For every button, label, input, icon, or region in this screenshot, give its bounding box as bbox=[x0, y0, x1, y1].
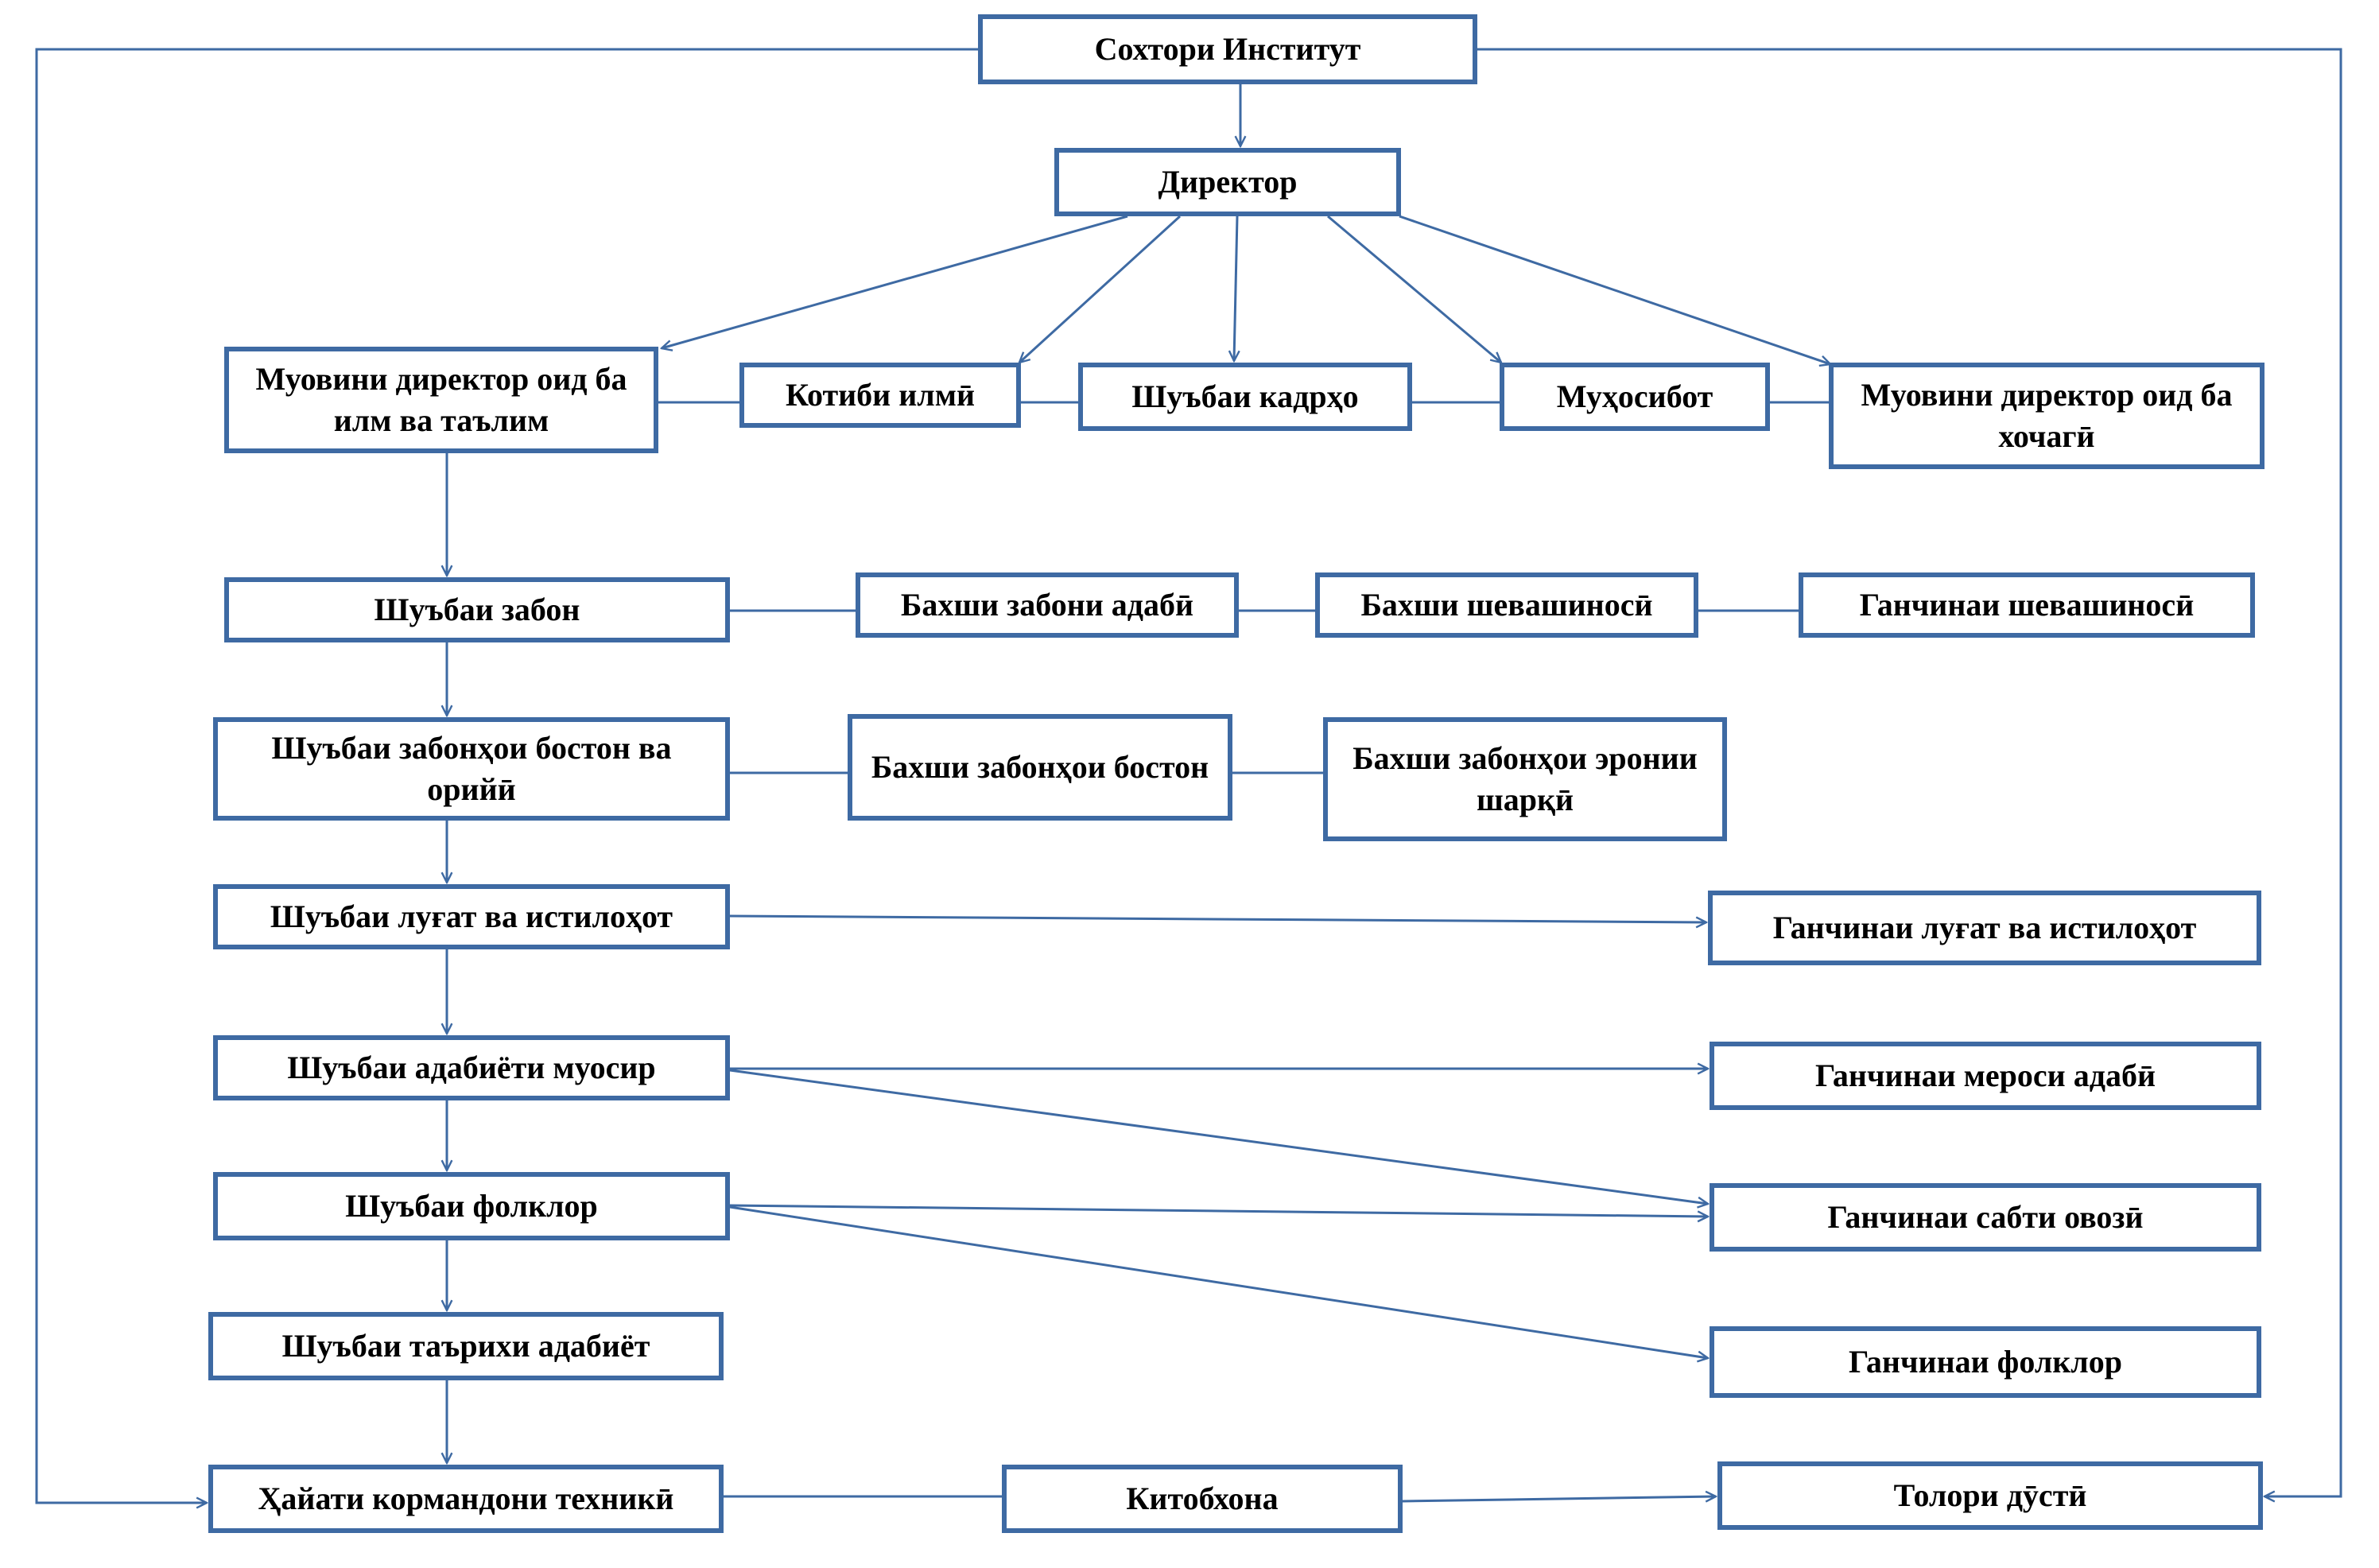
director-box: Директор bbox=[1054, 148, 1401, 216]
section-dialectology-label: Бахши шевашиносӣ bbox=[1360, 587, 1653, 623]
dept-modern-literature-label: Шуъбаи адабиёти муосир bbox=[287, 1050, 656, 1085]
connector-director-to-accounting bbox=[1327, 215, 1501, 363]
archive-dialectology-box: Ганчинаи шевашиносӣ bbox=[1799, 572, 2255, 638]
connector-director-to-deputy-science bbox=[662, 215, 1128, 348]
dept-folklore-box: Шуъбаи фолклор bbox=[213, 1172, 730, 1240]
section-ancient-languages-label: Бахши забонҳои бостон bbox=[871, 749, 1209, 785]
archive-dialectology-label: Ганчинаи шевашиносӣ bbox=[1859, 587, 2195, 623]
archive-literary-heritage-label: Ганчинаи мероси адабӣ bbox=[1814, 1058, 2156, 1093]
archive-audio-box: Ганчинаи сабти овозӣ bbox=[1710, 1183, 2261, 1252]
dept-language-label: Шуъбаи забон bbox=[374, 592, 580, 627]
dept-lexicon-label: Шуъбаи луғат ва истилоҳот bbox=[270, 898, 673, 934]
archive-lexicon-box: Ганчинаи луғат ва истилоҳот bbox=[1708, 891, 2261, 965]
section-eastern-iranian-box: Бахши забонҳои эронии шарқӣ bbox=[1323, 717, 1727, 841]
archive-folklore-box: Ганчинаи фолклор bbox=[1710, 1326, 2261, 1398]
deputy-economy-box: Муовини директор оид ба хочагӣ bbox=[1829, 363, 2265, 469]
dept-modern-literature-box: Шуъбаи адабиёти муосир bbox=[213, 1035, 730, 1100]
deputy-economy-label: Муовини директор оид ба хочагӣ bbox=[1861, 377, 2233, 454]
deputy-science-label: Муовини директор оид ба илм ва таълим bbox=[255, 361, 627, 438]
dept-folklore-label: Шуъбаи фолклор bbox=[345, 1188, 598, 1224]
connector-council-to-technical bbox=[35, 48, 978, 1503]
connector-council-to-hall bbox=[1477, 48, 2342, 1496]
dept-language-box: Шуъбаи забон bbox=[224, 577, 730, 642]
friendship-hall-label: Толори дӯстӣ bbox=[1893, 1477, 2087, 1513]
accounting-label: Муҳосибот bbox=[1556, 378, 1713, 414]
hr-department-box: Шуъбаи кадрҳо bbox=[1078, 363, 1412, 431]
dept-literary-history-box: Шуъбаи таърихи адабиёт bbox=[208, 1312, 724, 1380]
connector-lexicon-to-archive bbox=[729, 914, 1706, 922]
hr-department-label: Шуъбаи кадрҳо bbox=[1131, 378, 1359, 414]
connector-modern-to-audio bbox=[729, 1069, 1708, 1204]
connector-folklore-to-audio bbox=[729, 1204, 1708, 1217]
scientific-secretary-label: Котиби илмӣ bbox=[785, 377, 975, 413]
connector-folklore-to-archive-folklore bbox=[729, 1205, 1708, 1358]
library-box: Китобхона bbox=[1002, 1465, 1403, 1533]
archive-literary-heritage-box: Ганчинаи мероси адабӣ bbox=[1710, 1042, 2261, 1110]
dept-literary-history-label: Шуъбаи таърихи адабиёт bbox=[281, 1328, 650, 1364]
technical-staff-label: Ҳайати кормандони техникӣ bbox=[258, 1481, 674, 1516]
council-label: Сохтори Институт bbox=[1094, 31, 1361, 67]
library-label: Китобхона bbox=[1126, 1481, 1279, 1516]
section-literary-language-box: Бахши забони адабӣ bbox=[856, 572, 1239, 638]
connector-director-to-scientific-secretary bbox=[1019, 215, 1182, 363]
section-ancient-languages-box: Бахши забонҳои бостон bbox=[848, 714, 1232, 821]
technical-staff-box: Ҳайати кормандони техникӣ bbox=[208, 1465, 724, 1533]
dept-ancient-languages-box: Шуъбаи забонҳои бостон ва орийӣ bbox=[213, 717, 730, 821]
connector-director-to-hr bbox=[1234, 215, 1237, 361]
dept-ancient-languages-label: Шуъбаи забонҳои бостон ва орийӣ bbox=[271, 730, 672, 807]
friendship-hall-box: Толори дӯстӣ bbox=[1717, 1461, 2263, 1530]
section-eastern-iranian-label: Бахши забонҳои эронии шарқӣ bbox=[1352, 740, 1698, 817]
archive-audio-label: Ганчинаи сабти овозӣ bbox=[1827, 1199, 2144, 1235]
director-label: Директор bbox=[1158, 164, 1298, 200]
council-box: Сохтори Институт bbox=[978, 14, 1477, 84]
dept-lexicon-box: Шуъбаи луғат ва истилоҳот bbox=[213, 884, 730, 949]
scientific-secretary-box: Котиби илмӣ bbox=[739, 363, 1021, 428]
connector-library-to-hall bbox=[1402, 1496, 1716, 1501]
accounting-box: Муҳосибот bbox=[1500, 363, 1770, 431]
section-literary-language-label: Бахши забони адабӣ bbox=[900, 587, 1194, 623]
deputy-science-box: Муовини директор оид ба илм ва таълим bbox=[224, 347, 658, 453]
section-dialectology-box: Бахши шевашиносӣ bbox=[1315, 572, 1698, 638]
archive-folklore-label: Ганчинаи фолклор bbox=[1848, 1344, 2122, 1380]
archive-lexicon-label: Ганчинаи луғат ва истилоҳот bbox=[1772, 910, 2197, 945]
connector-director-to-deputy-economy bbox=[1399, 215, 1830, 364]
